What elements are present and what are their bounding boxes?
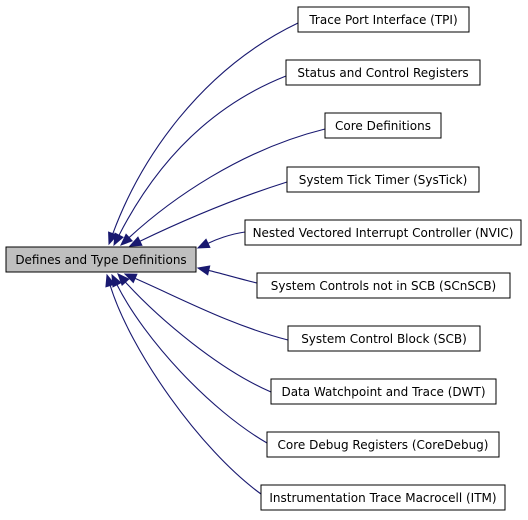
node-scnscb-box[interactable]	[256, 272, 511, 299]
node-dwt-box[interactable]	[270, 378, 497, 405]
node-dwt-label[interactable]: Data Watchpoint and Trace (DWT)	[281, 385, 485, 399]
edge-coredebug	[116, 284, 268, 444]
edge-scb	[134, 277, 289, 341]
edge-dwt	[125, 281, 272, 393]
center-node-label: Defines and Type Definitions	[15, 253, 186, 267]
center-node: Defines and Type Definitions	[5, 246, 197, 273]
node-status-control-registers[interactable]: Status and Control Registers	[285, 59, 481, 86]
node-coredebug-box[interactable]	[266, 431, 500, 458]
node-nvic[interactable]: Nested Vectored Interrupt Controller (NV…	[244, 219, 522, 246]
node-scb-label[interactable]: System Control Block (SCB)	[301, 332, 467, 346]
edge-scnscb	[208, 269, 258, 284]
node-tpi[interactable]: Trace Port Interface (TPI)	[297, 6, 470, 33]
node-itm[interactable]: Instrumentation Trace Macrocell (ITM)	[260, 484, 506, 511]
edge-arrowhead-status-control-registers	[113, 232, 124, 247]
node-coredebug[interactable]: Core Debug Registers (CoreDebug)	[266, 431, 500, 458]
node-nvic-label[interactable]: Nested Vectored Interrupt Controller (NV…	[253, 226, 514, 240]
node-dwt[interactable]: Data Watchpoint and Trace (DWT)	[270, 378, 497, 405]
edge-arrowhead-core-definitions	[120, 233, 134, 246]
edge-arrowhead-systick	[128, 236, 143, 247]
edge-itm	[109, 285, 262, 495]
node-scnscb[interactable]: System Controls not in SCB (SCnSCB)	[256, 272, 511, 299]
node-status-control-registers-label[interactable]: Status and Control Registers	[297, 66, 468, 80]
node-scb[interactable]: System Control Block (SCB)	[287, 325, 481, 352]
node-systick[interactable]: System Tick Timer (SysTick)	[286, 166, 480, 193]
edge-status-control-registers	[118, 75, 287, 236]
node-itm-box[interactable]	[260, 484, 506, 511]
node-tpi-box[interactable]	[297, 6, 470, 33]
node-coredebug-label[interactable]: Core Debug Registers (CoreDebug)	[278, 438, 489, 452]
node-tpi-label[interactable]: Trace Port Interface (TPI)	[308, 13, 457, 27]
graph-edges	[105, 22, 326, 495]
node-core-definitions-box[interactable]	[324, 112, 442, 139]
center-node-box	[5, 246, 197, 273]
edge-arrowhead-scnscb	[196, 265, 211, 276]
node-systick-label[interactable]: System Tick Timer (SysTick)	[299, 173, 468, 187]
edge-arrowhead-nvic	[196, 238, 211, 249]
node-nvic-box[interactable]	[244, 219, 522, 246]
edge-core-definitions	[128, 128, 326, 238]
edge-arrowhead-scb	[123, 273, 138, 284]
edge-nvic	[207, 231, 246, 244]
node-systick-box[interactable]	[286, 166, 480, 193]
edge-arrowhead-dwt	[117, 273, 130, 287]
node-core-definitions[interactable]: Core Definitions	[324, 112, 442, 139]
edge-arrowhead-itm	[105, 273, 116, 288]
node-core-definitions-label[interactable]: Core Definitions	[335, 119, 431, 133]
edge-systick	[139, 181, 288, 242]
node-itm-label[interactable]: Instrumentation Trace Macrocell (ITM)	[269, 491, 496, 505]
edge-tpi	[112, 22, 299, 234]
node-scnscb-label[interactable]: System Controls not in SCB (SCnSCB)	[271, 279, 496, 293]
node-scb-box[interactable]	[287, 325, 481, 352]
node-status-control-registers-box[interactable]	[285, 59, 481, 86]
